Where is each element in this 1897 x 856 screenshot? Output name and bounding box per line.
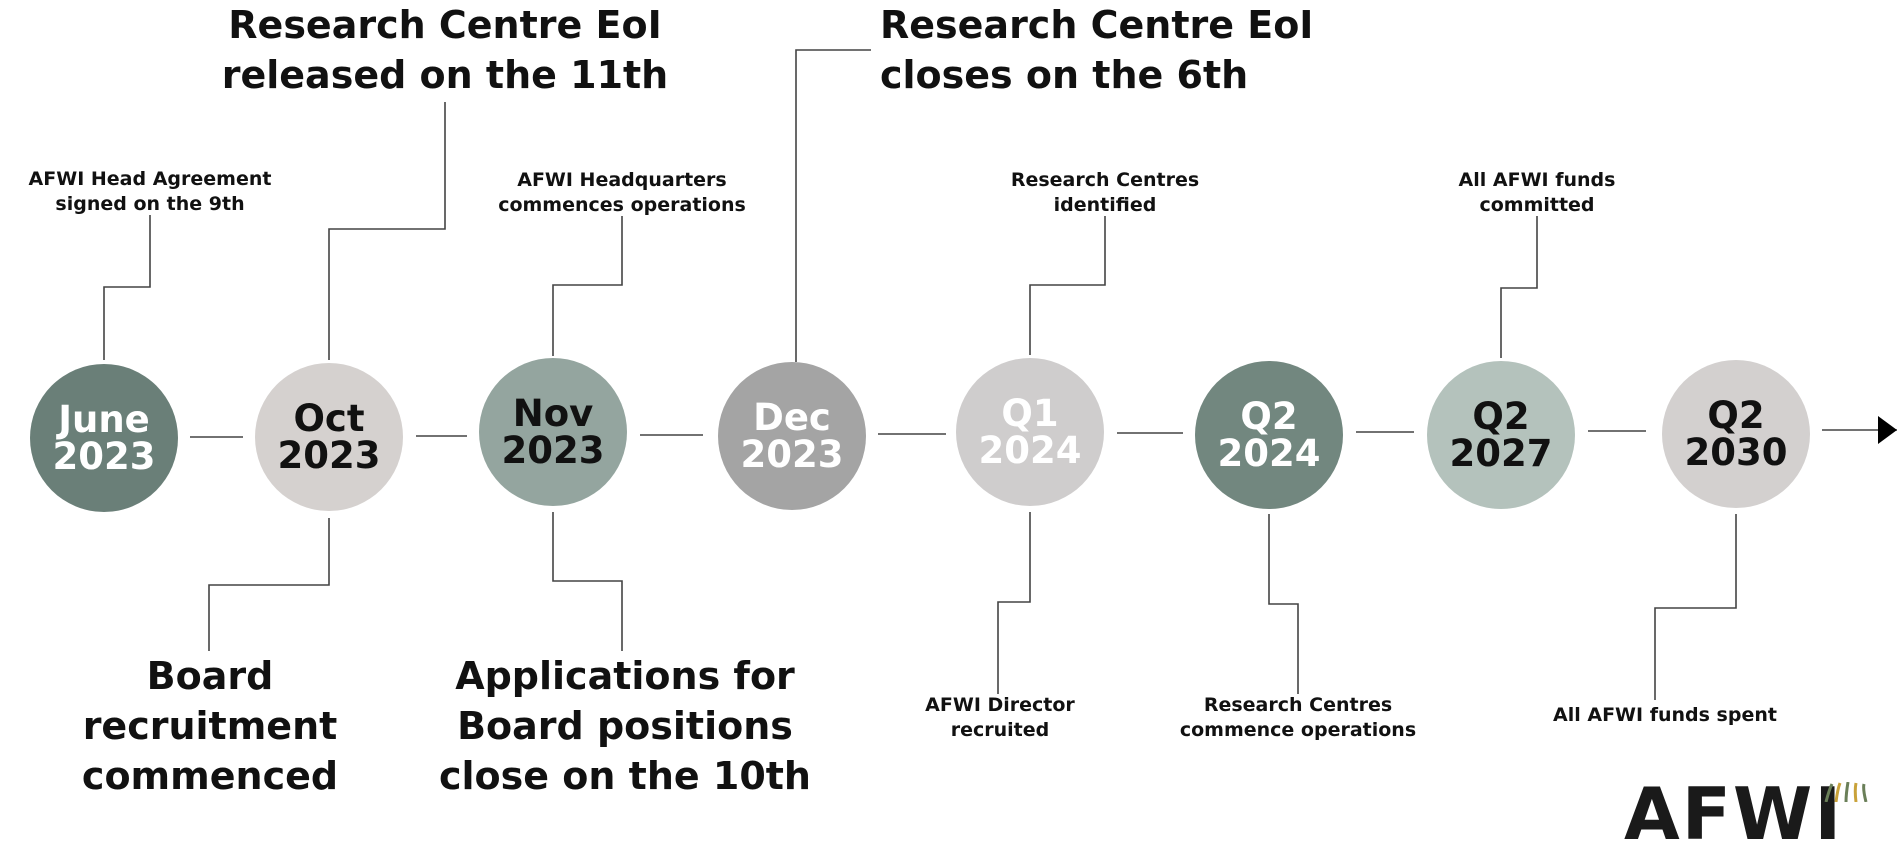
label-centres-identified: Research Centres identified	[1010, 169, 1200, 216]
milestone-month: June	[58, 398, 150, 441]
milestone-year: 2023	[277, 434, 381, 477]
milestone-year: 2023	[740, 433, 844, 476]
timeline-arrow-head	[1878, 416, 1897, 444]
milestone-june-2023: June 2023	[30, 364, 178, 512]
connector-board-recruitment	[208, 518, 330, 651]
milestone-month: Q2	[1472, 395, 1530, 438]
connector-funds-spent	[1654, 514, 1737, 700]
connector-director-recruited	[997, 512, 1031, 694]
label-head-agreement: AFWI Head Agreement signed on the 9th	[28, 168, 272, 215]
milestone-year: 2030	[1684, 431, 1788, 474]
label-eoi-released: Research Centre EoI released on the 11th	[221, 3, 669, 98]
milestone-month: Nov	[512, 392, 594, 435]
milestone-dec-2023: Dec 2023	[718, 362, 866, 510]
milestone-q2-2027: Q2 2027	[1427, 361, 1575, 509]
milestone-month: Q1	[1001, 392, 1059, 435]
milestone-q2-2030: Q2 2030	[1662, 360, 1810, 508]
milestone-year: 2024	[978, 429, 1082, 472]
milestone-month: Oct	[293, 397, 365, 440]
connector-eoi-released	[328, 102, 446, 360]
wheat-logo-icon	[1824, 782, 1868, 802]
milestone-oct-2023: Oct 2023	[255, 363, 403, 511]
milestone-year: 2023	[52, 435, 156, 478]
label-funds-spent: All AFWI funds spent	[1553, 704, 1777, 726]
milestone-month: Q2	[1707, 394, 1765, 437]
connector-centres-identified	[1029, 216, 1106, 355]
label-eoi-closes: Research Centre EoI closes on the 6th	[880, 3, 1314, 98]
connector-applications-close	[552, 512, 623, 651]
label-director-recruited: AFWI Director recruited	[925, 694, 1075, 741]
connector-hq-operations	[552, 216, 623, 356]
label-funds-committed: All AFWI funds committed	[1458, 169, 1616, 216]
connector-head-agreement	[103, 215, 151, 360]
connector-funds-committed	[1500, 216, 1538, 358]
afwi-logo-text: AFWI	[1624, 772, 1844, 856]
milestone-year: 2023	[501, 429, 605, 472]
connector-centres-commence	[1268, 514, 1299, 694]
milestone-year: 2027	[1449, 432, 1553, 475]
milestone-month: Q2	[1240, 395, 1298, 438]
label-centres-commence: Research Centres commence operations	[1179, 694, 1417, 741]
timeline-connectors	[103, 49, 1897, 700]
connector-eoi-closes	[795, 49, 871, 362]
milestone-month: Dec	[753, 396, 831, 439]
label-board-recruitment: Board recruitment commenced	[81, 654, 339, 799]
milestone-q1-2024: Q1 2024	[956, 358, 1104, 506]
label-hq-operations: AFWI Headquarters commences operations	[498, 169, 746, 216]
milestone-year: 2024	[1217, 432, 1321, 475]
milestone-nov-2023: Nov 2023	[479, 358, 627, 506]
label-applications-close: Applications for Board positions close o…	[439, 654, 811, 799]
milestone-q2-2024: Q2 2024	[1195, 361, 1343, 509]
